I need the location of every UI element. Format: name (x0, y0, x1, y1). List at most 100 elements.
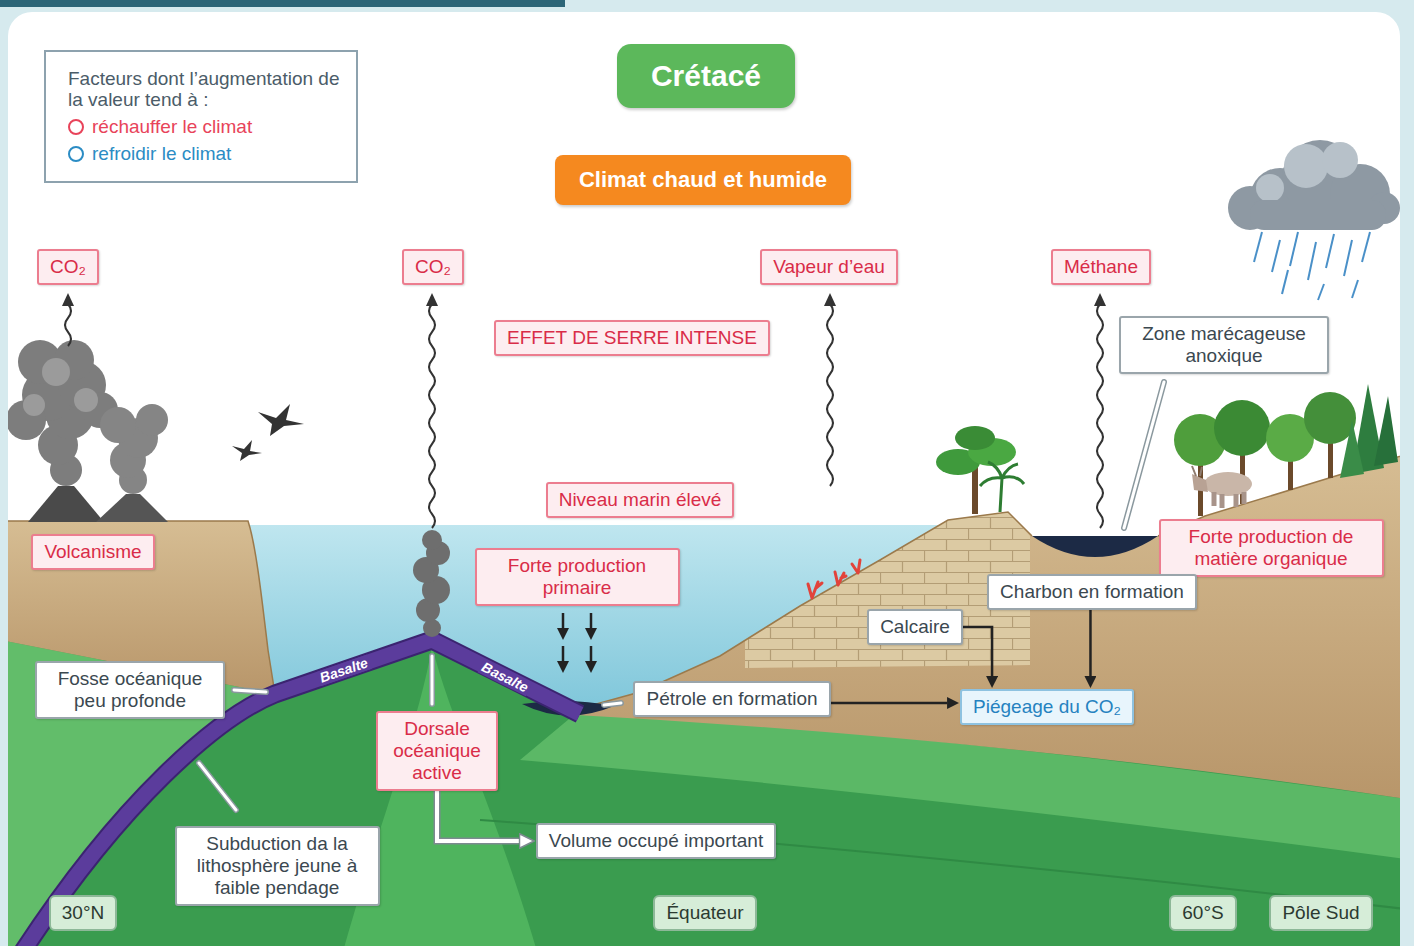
trees (1214, 400, 1270, 456)
latitude-box: 30°N (49, 895, 117, 931)
trees (936, 384, 1398, 516)
node-text: Dorsale océanique active (389, 718, 485, 784)
callout-box: Fosse océanique peu profonde (35, 661, 225, 719)
trees (955, 426, 995, 450)
volcano (100, 404, 168, 494)
legend-heading: Facteurs dont l’augmentation de la valeu… (68, 68, 342, 110)
gas-emission-arrow (62, 293, 1106, 306)
node-text: Charbon en formation (1000, 581, 1184, 603)
latitude-box: Équateur (653, 895, 756, 931)
marsh (1032, 536, 1158, 557)
node-text: Équateur (666, 902, 743, 924)
rain-cloud (1250, 200, 1386, 230)
node-text: 60°S (1182, 902, 1223, 924)
gas-emission-arrow (65, 304, 1103, 528)
flow-arrow (831, 703, 948, 704)
rain-cloud (1308, 242, 1316, 280)
leader-line (431, 656, 434, 704)
latitude-box: 60°S (1169, 895, 1236, 931)
leader-line (429, 656, 435, 704)
volcano (8, 340, 168, 522)
carbon-sink-box: Piégeage du CO₂ (960, 689, 1134, 725)
rain-cloud (1322, 142, 1358, 178)
rain-cloud (1256, 142, 1358, 202)
dinosaur (1192, 466, 1252, 508)
volcano (74, 388, 98, 412)
legend-text: refroidir le climat (92, 143, 231, 165)
callout-box: Subduction da la lithosphère jeune à fai… (175, 826, 380, 906)
layer-label: Basalte (316, 654, 372, 686)
pterosaur (258, 404, 304, 436)
sinking-arrow (585, 628, 597, 640)
node-text: CO₂ (50, 256, 86, 278)
volcano (42, 358, 70, 386)
node-text: Subduction da la lithosphère jeune à fai… (188, 833, 367, 899)
gas-box: CO₂ (37, 249, 99, 285)
dinosaur (1192, 466, 1202, 476)
rain-cloud (1254, 232, 1370, 300)
callout-box: Zone marécageuse anoxique (1119, 316, 1329, 374)
rain-cloud (1344, 240, 1352, 276)
layer-label: Basalte (478, 658, 533, 696)
legend-swatch (68, 146, 84, 162)
flow-arrow-outline (437, 791, 519, 841)
gas-emission-arrow (65, 304, 71, 346)
flow-arrow-line (1089, 610, 1092, 676)
top-bar (0, 0, 565, 7)
node-text: Calcaire (880, 616, 950, 638)
factor-box: Forte production primaire (475, 548, 680, 606)
node-text: Méthane (1064, 256, 1138, 278)
volcano (23, 358, 98, 416)
dinosaur (1192, 474, 1208, 492)
title-box: Crétacé (617, 44, 795, 108)
node-text: Forte production de matière organique (1172, 526, 1371, 570)
node-text: Pétrole en formation (646, 688, 817, 710)
node-text: EFFET DE SERRE INTENSE (507, 327, 757, 349)
cross-section (8, 140, 1400, 946)
flow-arrow (437, 791, 519, 841)
rain-cloud (1256, 174, 1284, 202)
flow-arrow-line (831, 702, 948, 705)
node-text: Zone marécageuse anoxique (1132, 323, 1316, 367)
factor-box: EFFET DE SERRE INTENSE (494, 320, 770, 356)
climate-banner: Climat chaud et humide (555, 155, 851, 205)
leader-line (1124, 382, 1164, 528)
rain-cloud (1228, 140, 1400, 300)
node-text: 30°N (62, 902, 104, 924)
node-text: CO₂ (415, 256, 451, 278)
mantle-line (480, 820, 1400, 910)
trees (1304, 392, 1356, 444)
node-text: Fosse océanique peu profonde (48, 668, 212, 712)
gas-box: Méthane (1051, 249, 1151, 285)
rain-cloud (1362, 232, 1370, 262)
node-text: Vapeur d’eau (773, 256, 885, 278)
factor-box: Niveau marin élevé (546, 482, 735, 518)
sinking-arrow (590, 646, 593, 663)
volcano (96, 494, 168, 522)
gas-emission-arrow (824, 293, 836, 306)
factor-box: Dorsale océanique active (376, 711, 498, 791)
gas-box: CO₂ (402, 249, 464, 285)
callout-box: Pétrole en formation (633, 681, 830, 717)
rain-cloud (1290, 232, 1298, 266)
node-text: Pôle Sud (1282, 902, 1359, 924)
gas-emission-arrow (62, 293, 74, 306)
volcano (136, 404, 168, 436)
basalt-slab (16, 640, 580, 946)
gas-emission-arrow (1097, 304, 1103, 528)
volcano (28, 486, 104, 522)
node-text: Volume occupé important (549, 830, 763, 852)
rain-cloud (1272, 240, 1280, 272)
trees (1340, 420, 1364, 478)
ridge-smoke (413, 530, 450, 637)
sinking-arrow (562, 613, 565, 630)
sinking-arrow (557, 628, 597, 673)
leader-line (199, 763, 236, 810)
basalt-slab (16, 640, 580, 946)
sinking-arrow (585, 661, 597, 673)
flow-arrow-line (963, 627, 992, 676)
rain-cloud (1284, 144, 1328, 188)
gas-emission-arrow (62, 293, 1106, 528)
